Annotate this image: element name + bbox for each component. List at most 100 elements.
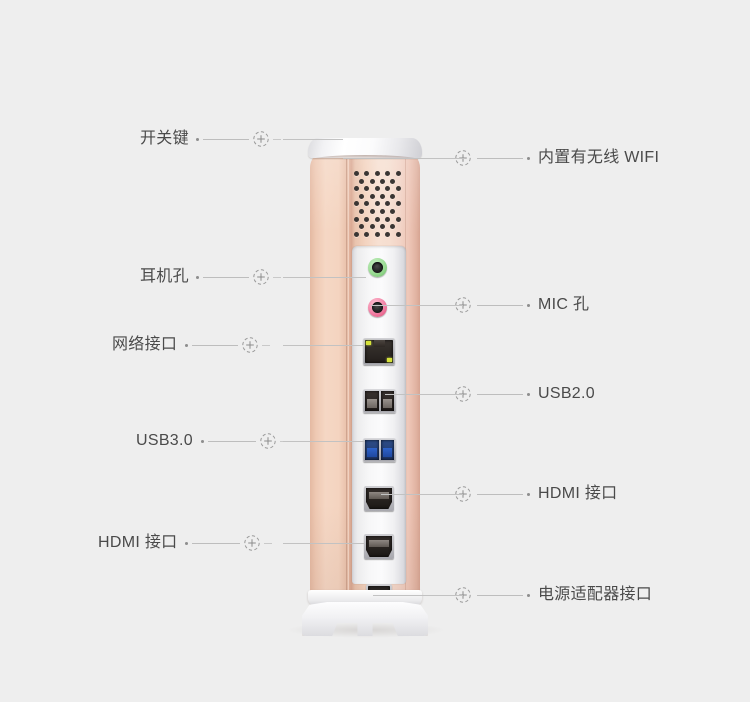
callout-dot <box>527 492 530 496</box>
speaker-grille-dot <box>395 186 401 192</box>
speaker-grille-dot <box>390 224 396 230</box>
speaker-grille-dot <box>380 178 385 184</box>
callout-stub <box>272 276 281 278</box>
speaker-grille-dot <box>364 171 370 176</box>
callout-line <box>477 304 523 306</box>
callout-stub <box>272 138 281 140</box>
speaker-grille-dot <box>359 178 365 184</box>
callout-line <box>477 594 523 596</box>
callout-dot <box>527 303 530 307</box>
hdmi-upper-housing <box>364 486 394 511</box>
callout-dot <box>185 343 189 347</box>
callout-line <box>192 344 239 346</box>
speaker-grille-dot <box>369 193 375 199</box>
speaker-grille-dot <box>390 193 396 199</box>
callout-label-hdmi-port-upper: HDMI 接口 <box>538 485 618 502</box>
callout-dot <box>527 392 530 396</box>
leader-line-power-button <box>283 139 343 140</box>
callout-line <box>202 138 249 140</box>
speaker-grille-dot <box>364 231 370 237</box>
speaker-grille-dot <box>374 231 380 237</box>
speaker-grille-dot <box>354 216 359 222</box>
callout-usb2-port[interactable]: USB2.0 <box>453 383 595 405</box>
usb-3-0-housing <box>363 438 396 462</box>
speaker-grille-dot <box>395 231 401 237</box>
speaker-grille-dot <box>364 216 370 222</box>
speaker-grille-dot <box>359 193 365 199</box>
crosshair-target-icon[interactable] <box>240 335 260 355</box>
speaker-grille-dot <box>385 231 391 237</box>
callout-line <box>477 157 523 159</box>
speaker-grille-dot <box>374 216 380 222</box>
speaker-grille-dot <box>364 186 370 192</box>
speaker-grille-dot <box>374 201 380 207</box>
callout-label-usb2-port: USB2.0 <box>538 385 595 402</box>
callout-label-usb3-port: USB3.0 <box>136 432 193 449</box>
audio-out-jack-ring <box>368 258 387 277</box>
body-seam-left-highlight <box>348 152 349 604</box>
callout-usb3-port[interactable]: USB3.0 <box>136 430 288 452</box>
callout-headphone-jack[interactable]: 耳机孔 <box>140 266 281 288</box>
speaker-grille-dot <box>390 209 396 214</box>
rj45-ethernet-port[interactable] <box>363 338 395 365</box>
audio-out-jack[interactable] <box>368 258 387 277</box>
rj45-led-right-icon <box>387 358 392 362</box>
speaker-grille-dot <box>354 231 359 237</box>
speaker-grille-dot <box>369 209 375 214</box>
callout-line <box>477 393 523 395</box>
speaker-grille-dot <box>395 171 401 176</box>
speaker-grille-dot <box>380 209 385 214</box>
speaker-grille-dot <box>380 193 385 199</box>
rj45-cavity <box>365 340 393 363</box>
callout-label-power-button: 开关键 <box>140 130 189 147</box>
crosshair-target-icon[interactable] <box>258 431 278 451</box>
leader-line-usb3 <box>283 441 365 442</box>
speaker-grille-dot <box>374 186 380 192</box>
speaker-grille-dot <box>385 216 391 222</box>
leader-line-ethernet <box>283 345 365 346</box>
speaker-grille-dot <box>354 201 359 207</box>
leader-line-wifi <box>343 158 465 159</box>
hdmi-port-lower[interactable] <box>364 534 394 559</box>
callout-label-wireless-wifi: 内置有无线 WIFI <box>538 149 660 166</box>
callout-wireless-wifi[interactable]: 内置有无线 WIFI <box>453 147 659 169</box>
mic-in-jack-hole <box>372 302 383 313</box>
callout-hdmi-port-lower[interactable]: HDMI 接口 <box>98 532 273 554</box>
usb-3-0-slot-b <box>380 440 394 460</box>
callout-power-adapter[interactable]: 电源适配器接口 <box>453 584 652 606</box>
callout-dot <box>185 541 189 545</box>
crosshair-target-icon[interactable] <box>251 267 271 287</box>
leader-line-headphone <box>283 277 366 278</box>
callout-hdmi-port-upper[interactable]: HDMI 接口 <box>453 483 617 505</box>
speaker-grille-dot <box>354 171 359 176</box>
callout-label-ethernet-port: 网络接口 <box>112 336 178 353</box>
hdmi-port-upper[interactable] <box>364 486 394 511</box>
leader-line-hdmi-upper <box>381 494 463 495</box>
mini-pc-device <box>302 138 428 636</box>
callout-ethernet-port[interactable]: 网络接口 <box>112 334 271 356</box>
callout-label-headphone-jack: 耳机孔 <box>140 268 189 285</box>
callout-line <box>192 542 241 544</box>
crosshair-target-icon[interactable] <box>251 129 271 149</box>
callout-label-power-adapter: 电源适配器接口 <box>538 586 653 603</box>
speaker-grille-dot <box>369 178 375 184</box>
leader-line-usb2 <box>385 394 463 395</box>
body-seam-left <box>346 152 347 604</box>
callout-dot <box>195 275 199 279</box>
callout-power-button[interactable]: 开关键 <box>140 128 281 150</box>
usb-2-0-tongue-a <box>367 399 377 408</box>
leader-line-hdmi-lower <box>283 543 365 544</box>
usb-3-0-slot-a <box>365 440 379 460</box>
usb-2-0-port[interactable] <box>363 389 396 413</box>
callout-dot <box>527 593 530 597</box>
mic-in-jack[interactable] <box>368 298 387 317</box>
usb-3-0-port[interactable] <box>363 438 396 462</box>
callout-label-hdmi-port-lower: HDMI 接口 <box>98 534 178 551</box>
speaker-grille-dot <box>395 216 401 222</box>
crosshair-target-icon[interactable] <box>242 533 262 553</box>
callout-line <box>207 440 256 442</box>
callout-mic-jack[interactable]: MIC 孔 <box>453 294 589 316</box>
speaker-grille-dot <box>390 178 396 184</box>
rj45-latch <box>374 340 385 347</box>
